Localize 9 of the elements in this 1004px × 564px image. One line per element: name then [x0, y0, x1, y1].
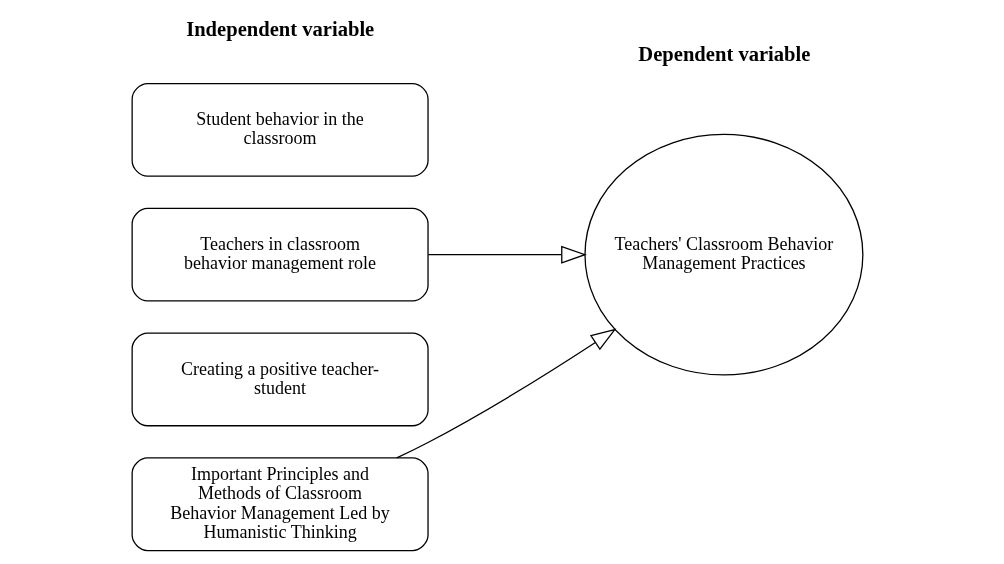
- label: Dependent variable: [638, 43, 811, 66]
- label: Independent variable: [186, 17, 375, 40]
- arrow: [427, 245, 587, 264]
- node-box: Important Principles and Methods of Classroom Behavior Management Led by Humanistic Thinking: [131, 457, 429, 552]
- node-ellipse: Teachers' Classroom Behavior Management Practices: [584, 133, 864, 376]
- node-box: Teachers in classroom behavior management role: [131, 207, 429, 302]
- node-box: Student behavior in the classroom: [131, 82, 429, 177]
- node-box: Creating a positive teacher-student: [131, 332, 429, 427]
- arrow: [396, 328, 617, 459]
